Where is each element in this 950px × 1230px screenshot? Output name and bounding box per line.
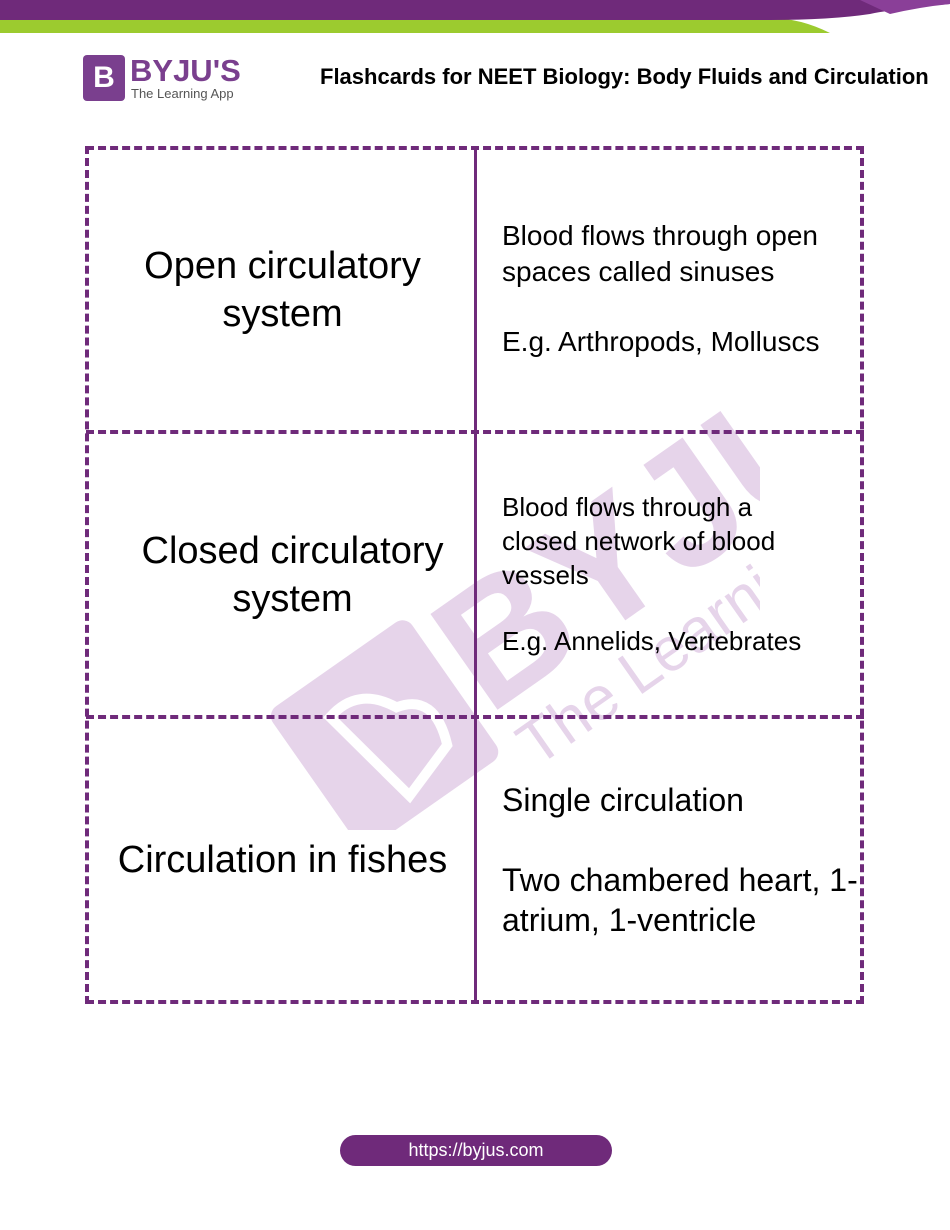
grid-border-right	[860, 146, 864, 1004]
page-title: Flashcards for NEET Biology: Body Fluids…	[320, 64, 929, 89]
card-2-definition: Blood flows through a closed network of …	[502, 490, 832, 658]
byjus-logo: B BYJU'S The Learning App	[83, 53, 245, 101]
grid-border-left	[85, 146, 89, 1004]
website-link[interactable]: https://byjus.com	[340, 1135, 612, 1166]
grid-divider-column	[474, 146, 477, 1004]
card-3-term: Circulation in fishes	[117, 839, 448, 881]
logo-tagline: The Learning App	[131, 86, 234, 101]
card-2-examples: E.g. Annelids, Vertebrates	[502, 626, 802, 656]
card-3-definition-text: Single circulation	[502, 782, 744, 818]
card-2-definition-text: Blood flows through a closed network of …	[502, 492, 776, 590]
card-3-details: Two chambered heart, 1-atrium, 1-ventric…	[502, 862, 858, 938]
logo-mark-icon: B	[83, 55, 125, 101]
card-1-examples: E.g. Arthropods, Molluscs	[502, 326, 820, 357]
header-banner	[0, 0, 950, 33]
card-1-term: Open circulatory system	[144, 245, 421, 335]
card-1-definition: Blood flows through open spaces called s…	[502, 218, 862, 360]
card-1-definition-text: Blood flows through open spaces called s…	[502, 220, 818, 287]
card-2-term: Closed circulatory system	[141, 530, 444, 620]
card-3-definition: Single circulation Two chambered heart, …	[502, 780, 862, 940]
logo-brand: BYJU'S	[130, 53, 241, 88]
